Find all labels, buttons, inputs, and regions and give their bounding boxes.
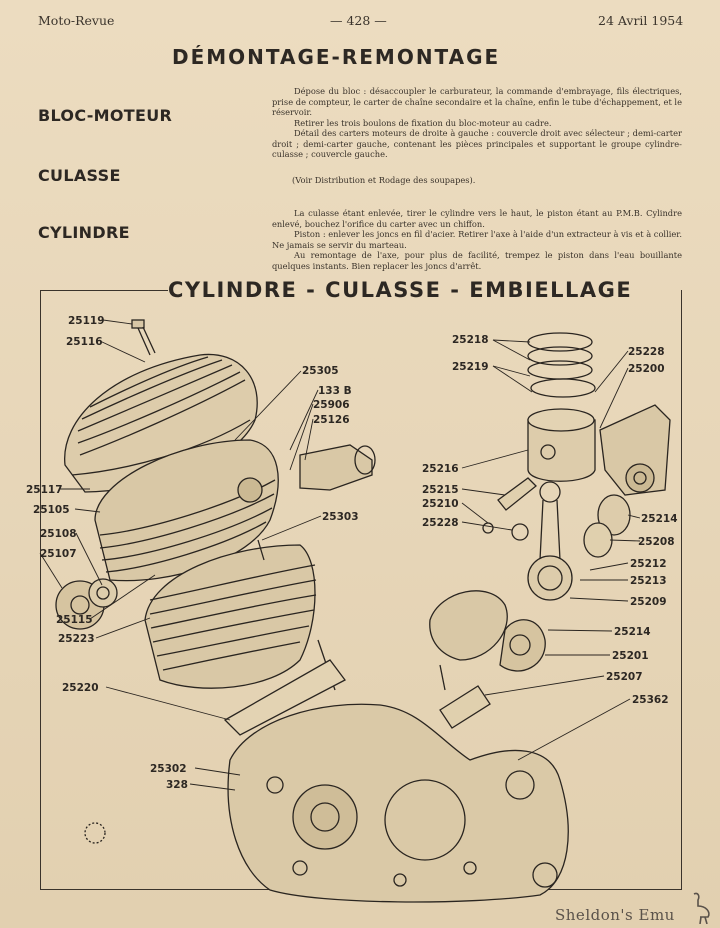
- section-label-culasse: CULASSE: [38, 166, 121, 185]
- label-25305: 25305: [302, 365, 339, 377]
- gear-illustration: [55, 578, 118, 630]
- bolt-illustration: [131, 319, 156, 356]
- label-25214-b: 25214: [614, 626, 651, 638]
- piston-rings-illustration: [527, 332, 596, 398]
- part-labels: 25119 25116 25117 25105 25108 25107 2511…: [26, 315, 678, 791]
- label-25219: 25219: [452, 361, 489, 373]
- bearing-illustration: [583, 522, 613, 558]
- section-label-bloc-moteur: BLOC-MOTEUR: [38, 106, 173, 125]
- crank-pin-illustration: [439, 685, 491, 729]
- watermark-text: Sheldon's Emu: [555, 906, 675, 924]
- paragraph: (Voir Distribution et Rodage des soupape…: [292, 175, 476, 185]
- section-text-cylindre: La culasse étant enlevée, tirer le cylin…: [272, 208, 682, 271]
- washer-illustration: [482, 522, 494, 534]
- connecting-rod-illustration: [527, 481, 573, 601]
- label-25210: 25210: [422, 498, 459, 510]
- crankshaft-illustration: [429, 590, 546, 691]
- label-25108: 25108: [40, 528, 77, 540]
- section-text-bloc-moteur: Dépose du bloc : désaccoupler le carbura…: [272, 86, 682, 160]
- label-25302: 25302: [150, 763, 187, 775]
- issue-date: 24 Avril 1954: [598, 13, 684, 28]
- label-25208: 25208: [638, 536, 675, 548]
- page-title: DÉMONTAGE-REMONTAGE: [172, 45, 501, 69]
- label-25228-b: 25228: [422, 517, 459, 529]
- piston-illustration: [527, 408, 596, 482]
- label-25207: 25207: [606, 671, 643, 683]
- label-25215: 25215: [422, 484, 459, 496]
- label-25213: 25213: [630, 575, 667, 587]
- bearing-illustration: [597, 494, 631, 536]
- crankcase-illustration: [227, 703, 569, 903]
- label-25209: 25209: [630, 596, 667, 608]
- paragraph: La culasse étant enlevée, tirer le cylin…: [272, 208, 682, 229]
- paragraph: Piston : enlever les joncs en fil d'acie…: [272, 229, 682, 250]
- paragraph: Au remontage de l'axe, pour plus de faci…: [272, 250, 682, 271]
- label-25214: 25214: [641, 513, 678, 525]
- label-25201: 25201: [612, 650, 649, 662]
- cylinder-upper-illustration: [94, 439, 279, 582]
- magazine-name: Moto-Revue: [38, 13, 115, 28]
- label-25107: 25107: [40, 548, 77, 560]
- frame-top-rule: [40, 290, 168, 291]
- label-133b: 133 B: [318, 385, 352, 397]
- piston-pin-illustration: [497, 477, 537, 511]
- label-25220: 25220: [62, 682, 99, 694]
- label-25218: 25218: [452, 334, 489, 346]
- label-25212: 25212: [630, 558, 667, 570]
- flywheel-illustration: [599, 404, 671, 496]
- label-328: 328: [166, 779, 188, 791]
- gasket-illustration: [223, 659, 346, 736]
- section-text-culasse: (Voir Distribution et Rodage des soupape…: [292, 175, 702, 186]
- small-bush-illustration: [511, 523, 529, 541]
- diagram-title: CYLINDRE - CULASSE - EMBIELLAGE: [168, 278, 633, 302]
- paragraph: Dépose du bloc : désaccoupler le carbura…: [272, 86, 682, 117]
- stamp-icon: [84, 822, 106, 844]
- label-25117: 25117: [26, 484, 63, 496]
- label-25906: 25906: [313, 399, 350, 411]
- paragraph: Détail des carters moteurs de droite à g…: [272, 128, 682, 159]
- label-25126: 25126: [313, 414, 350, 426]
- label-25119: 25119: [68, 315, 105, 327]
- paragraph: Retirer les trois boulons de fixation du…: [294, 117, 552, 128]
- label-25216: 25216: [422, 463, 459, 475]
- section-label-cylindre: CYLINDRE: [38, 223, 130, 242]
- label-25228: 25228: [628, 346, 665, 358]
- page-number: — 428 —: [330, 13, 387, 28]
- label-25303: 25303: [322, 511, 359, 523]
- leader-lines: [39, 319, 641, 791]
- intake-illustration: [299, 444, 376, 491]
- emu-icon: [693, 892, 710, 924]
- label-25362: 25362: [632, 694, 669, 706]
- label-25223: 25223: [58, 633, 95, 645]
- label-25116: 25116: [66, 336, 103, 348]
- label-25105: 25105: [33, 504, 70, 516]
- label-25200: 25200: [628, 363, 665, 375]
- label-25115: 25115: [56, 614, 93, 626]
